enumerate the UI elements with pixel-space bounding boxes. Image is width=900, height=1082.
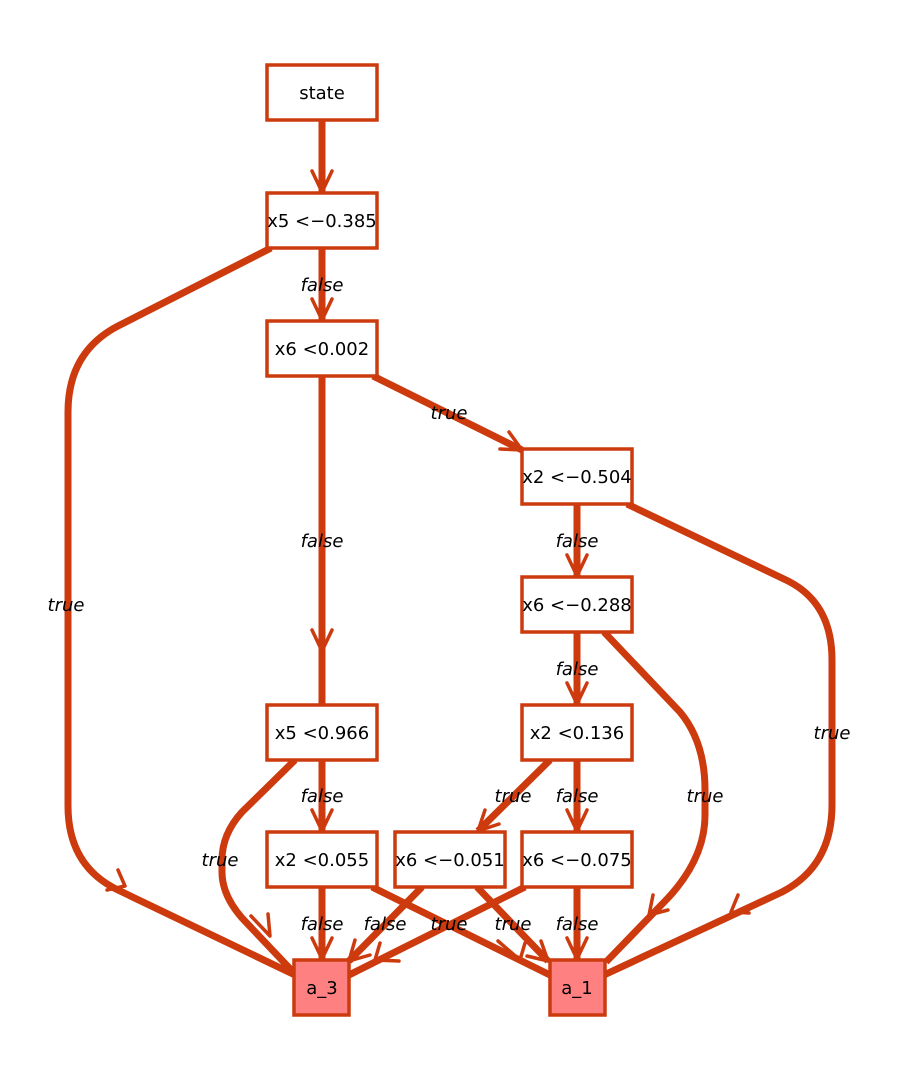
node-x2-b: x2 <0.136 (520, 703, 634, 762)
edge-label-x6-a-true: true (431, 403, 468, 424)
edge-label-x6-d-false: false (556, 914, 599, 935)
node-x2-a: x2 <−0.504 (520, 447, 634, 506)
node-x6-a-label: x6 <0.002 (275, 339, 369, 360)
node-x6-b-label: x6 <−0.288 (522, 595, 632, 616)
edge-x2-a-to-a1 (602, 500, 836, 979)
leaf-a3-label: a_3 (306, 978, 337, 999)
node-state: state (265, 63, 379, 122)
node-x6-a: x6 <0.002 (265, 319, 379, 378)
node-x5-a-label: x5 <−0.385 (267, 211, 377, 232)
edge-label-x6-c-true: true (495, 914, 532, 935)
node-x5-b-label: x5 <0.966 (275, 723, 369, 744)
edge-label-x2-c-false: false (301, 914, 344, 935)
edge-label-x2-b-false: false (556, 786, 599, 807)
edge-x6-d-to-a3 (347, 883, 527, 979)
edge-state-to-x5-a (310, 120, 334, 194)
edge-label-x5-a-false: false (301, 275, 344, 296)
node-x6-c-label: x6 <−0.051 (395, 850, 505, 871)
edge-label-x2-b-true: true (495, 786, 532, 807)
leaf-a1: a_1 (548, 958, 607, 1017)
node-x2-c: x2 <0.055 (265, 830, 379, 889)
node-x6-d: x6 <−0.075 (520, 830, 634, 889)
edge-x5-b-to-a3 (218, 757, 299, 978)
edge-label-x6-c-false: false (364, 914, 407, 935)
edge-label-x6-a-false: false (301, 531, 344, 552)
node-x2-c-label: x2 <0.055 (275, 850, 369, 871)
edge-x5-a-to-a3 (64, 244, 297, 979)
edge-label-x5-a-true: true (48, 595, 85, 616)
edge-label-x2-a-false: false (556, 531, 599, 552)
edge-x6-c-to-a1 (474, 884, 551, 964)
node-x6-d-label: x6 <−0.075 (522, 850, 632, 871)
node-x6-b: x6 <−0.288 (520, 575, 634, 634)
edge-label-x2-c-true: true (431, 914, 468, 935)
edge-label-x2-a-true: true (814, 723, 851, 744)
edge-label-x6-b-true: true (687, 786, 724, 807)
node-x2-b-label: x2 <0.136 (530, 723, 624, 744)
node-x5-a: x5 <−0.385 (265, 191, 379, 250)
leaf-a1-label: a_1 (561, 978, 592, 999)
edge-label-x6-b-false: false (556, 659, 599, 680)
edge-label-x5-b-true: true (202, 850, 239, 871)
node-x6-c: x6 <−0.051 (393, 830, 507, 889)
edge-x6-a-to-x5-b (310, 376, 334, 704)
node-x2-a-label: x2 <−0.504 (522, 467, 632, 488)
edge-x6-b-to-a1 (601, 629, 709, 965)
edge-x2-c-to-a1 (370, 883, 552, 979)
node-state-label: state (299, 83, 345, 104)
edge-label-x5-b-false: false (301, 786, 344, 807)
leaf-a3: a_3 (292, 958, 351, 1017)
node-x5-b: x5 <0.966 (265, 703, 379, 762)
